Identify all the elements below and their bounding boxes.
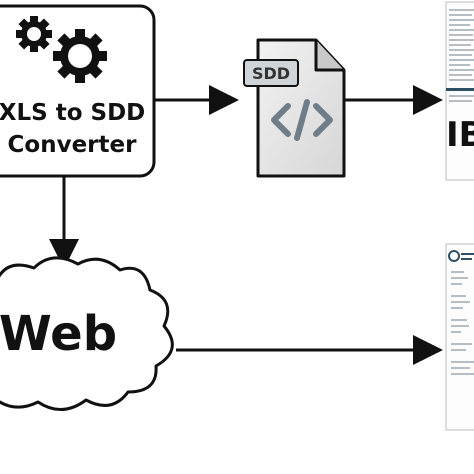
document-band xyxy=(446,88,474,91)
converter-node: XLS to SDD Converter xyxy=(0,4,156,178)
document-text-lines-lower xyxy=(449,95,474,102)
sdd-badge xyxy=(243,59,299,87)
cloud-shape xyxy=(0,256,174,411)
web-page-text-lines xyxy=(451,271,474,375)
file-corner-fold xyxy=(314,40,344,72)
web-label: Web xyxy=(0,306,117,362)
sdd-badge-label: SDD xyxy=(252,64,290,83)
converter-box xyxy=(0,4,156,178)
document-text-lines xyxy=(449,9,474,81)
sdd-file-node: SDD xyxy=(243,38,346,178)
ib-label: IB xyxy=(446,115,474,155)
web-node: Web xyxy=(0,256,174,411)
ib-output-node: IB xyxy=(445,1,474,181)
web-output-node xyxy=(445,243,474,431)
converter-label-line2: Converter xyxy=(8,132,138,158)
web-page-thumbnail xyxy=(445,243,474,431)
web-page-logo xyxy=(448,250,474,262)
converter-label-line1: XLS to SDD xyxy=(0,100,145,126)
code-brackets-icon xyxy=(271,99,333,141)
